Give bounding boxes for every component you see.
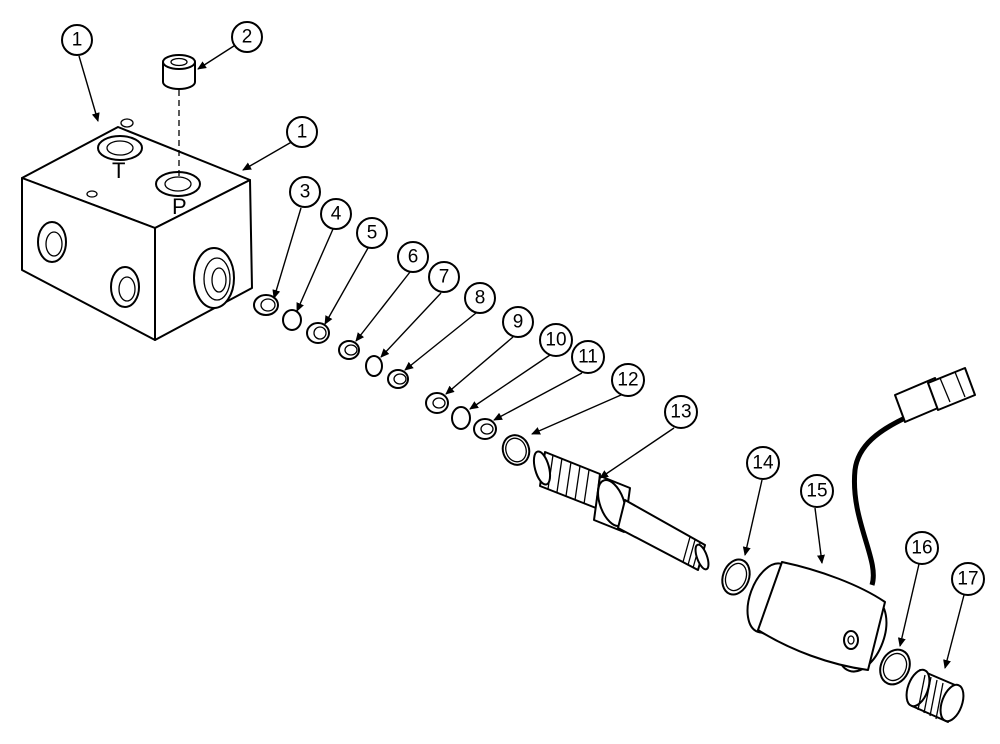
callout-label: 17 bbox=[957, 569, 978, 590]
callout-label: 5 bbox=[367, 223, 378, 244]
callout-10: 10 bbox=[539, 323, 573, 357]
callout-label: 15 bbox=[806, 481, 827, 502]
coil-nut bbox=[905, 668, 965, 723]
cartridge-valve bbox=[532, 450, 710, 571]
front-port-lower bbox=[110, 266, 140, 308]
callout-14: 14 bbox=[746, 446, 780, 480]
front-port-upper bbox=[37, 221, 67, 263]
callout-12: 12 bbox=[611, 363, 645, 397]
o-ring-10 bbox=[451, 406, 471, 430]
port-p-opening bbox=[155, 171, 201, 197]
solenoid-coil bbox=[746, 367, 976, 673]
o-ring-4 bbox=[282, 309, 302, 331]
seal-rings bbox=[253, 294, 531, 466]
callout-label: 10 bbox=[545, 330, 566, 351]
callout-1-block-top: 1 bbox=[61, 24, 93, 56]
wire-connector bbox=[894, 367, 976, 423]
callout-label: 7 bbox=[439, 267, 450, 288]
callouts: 1 2 1 3 4 5 6 7 bbox=[61, 21, 985, 669]
callout-17: 17 bbox=[951, 562, 985, 596]
valve-block: T P bbox=[21, 118, 253, 341]
backup-ring-6 bbox=[338, 340, 360, 360]
callout-label: 1 bbox=[72, 30, 83, 51]
callout-4: 4 bbox=[320, 198, 352, 230]
callout-16: 16 bbox=[905, 531, 939, 565]
backup-ring-11 bbox=[473, 418, 497, 440]
o-ring-14 bbox=[721, 558, 751, 596]
port-t-label: T bbox=[112, 158, 125, 183]
side-cartridge-port bbox=[193, 247, 235, 309]
callout-13: 13 bbox=[664, 395, 698, 429]
callout-label: 8 bbox=[475, 288, 486, 309]
callout-7: 7 bbox=[428, 261, 460, 293]
callout-15: 15 bbox=[800, 474, 834, 508]
port-p-label: P bbox=[172, 194, 187, 219]
callout-label: 2 bbox=[242, 27, 253, 48]
callout-9: 9 bbox=[502, 306, 534, 338]
backup-ring-9 bbox=[425, 392, 449, 414]
backup-ring-8 bbox=[387, 369, 409, 389]
callout-label: 6 bbox=[408, 247, 419, 268]
callout-3: 3 bbox=[289, 176, 321, 208]
callout-1-block-side: 1 bbox=[286, 116, 318, 148]
callout-label: 11 bbox=[578, 347, 598, 368]
o-ring-12 bbox=[501, 434, 531, 466]
callout-label: 14 bbox=[752, 453, 774, 474]
callout-label: 4 bbox=[331, 204, 342, 225]
callout-2: 2 bbox=[231, 21, 263, 53]
callout-5: 5 bbox=[356, 217, 388, 249]
port-t-opening bbox=[97, 135, 143, 161]
o-ring-7 bbox=[365, 355, 383, 377]
callout-label: 16 bbox=[911, 538, 932, 559]
callout-label: 9 bbox=[513, 312, 524, 333]
socket-plug bbox=[162, 54, 196, 180]
callout-11: 11 bbox=[571, 340, 605, 374]
callout-label: 13 bbox=[670, 402, 691, 423]
callout-6: 6 bbox=[397, 241, 429, 273]
callout-label: 12 bbox=[617, 370, 638, 391]
callout-label: 1 bbox=[297, 122, 308, 143]
callout-8: 8 bbox=[464, 282, 496, 314]
callout-label: 3 bbox=[300, 182, 311, 203]
